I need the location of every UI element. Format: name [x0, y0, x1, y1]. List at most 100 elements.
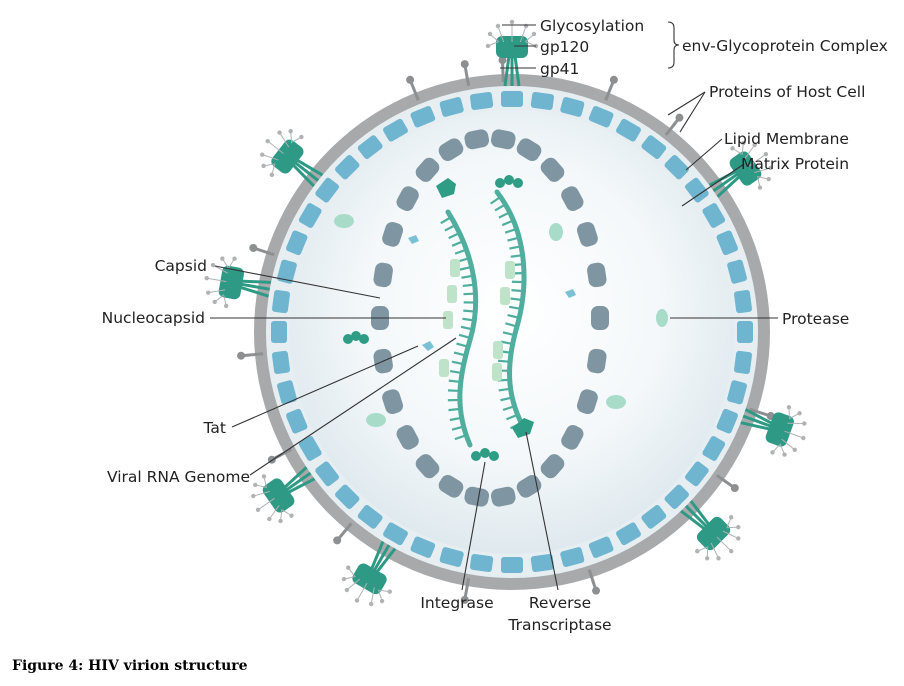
glycosylation-site — [802, 421, 807, 426]
matrix-protein — [616, 118, 641, 142]
rna-base — [460, 325, 473, 331]
rna-base — [456, 342, 469, 348]
matrix-protein — [315, 461, 339, 487]
capsid-protein — [540, 157, 565, 182]
capsid-protein — [464, 486, 490, 507]
rna-base — [501, 219, 514, 227]
capsid-protein — [516, 138, 542, 162]
capsid-protein — [373, 262, 393, 288]
env-glycoprotein-complex — [204, 256, 272, 309]
rna-base — [494, 203, 506, 212]
glycosylation-branch — [781, 438, 796, 451]
matrix-protein — [588, 106, 614, 128]
glycosylation-branch — [784, 430, 804, 439]
label-matrix-protein: Matrix Protein — [741, 155, 849, 173]
matrix-protein — [588, 536, 614, 558]
glycosylation-site — [354, 598, 360, 603]
glycosylation-site — [509, 19, 515, 25]
host-cell-protein — [460, 60, 471, 87]
glycosylation-site — [344, 587, 350, 593]
matrix-protein — [383, 522, 408, 546]
matrix-protein — [335, 484, 360, 509]
env-glycoprotein-complex — [485, 19, 539, 87]
glycosylation-site — [379, 598, 385, 604]
rna-base — [448, 379, 461, 384]
glycosylation-site — [757, 185, 763, 190]
capsid-protein — [576, 389, 598, 415]
gp41-stalk — [742, 414, 772, 428]
gp41-stalk — [372, 544, 391, 572]
rna-base — [498, 211, 511, 219]
glycosylation-site — [741, 140, 746, 146]
gp41-stalk — [513, 55, 521, 87]
matrix-protein — [271, 350, 290, 374]
protease-right — [656, 309, 668, 327]
rna-strand-right — [494, 189, 528, 433]
gp120-head — [218, 265, 244, 300]
glycosylation-branch — [749, 153, 767, 167]
matrix-protein — [357, 505, 383, 529]
glycosylation-branch — [279, 132, 290, 148]
reverse-transcriptase-top — [436, 178, 456, 198]
glycosylation-branch — [262, 154, 279, 161]
env-glycoprotein-complex — [740, 405, 807, 457]
glycosylation-site — [387, 589, 392, 594]
rna-base — [454, 434, 467, 441]
env-glycoprotein-complex — [708, 140, 773, 198]
host-protein-head — [460, 60, 469, 69]
gp41-stalk — [239, 285, 269, 298]
leader-lines — [210, 21, 778, 591]
glycosylation-branch — [370, 587, 375, 605]
glycosylation-site — [212, 299, 217, 305]
glycosylation-site — [730, 146, 735, 151]
nucleocapsid-protein — [493, 341, 503, 359]
glycosylation-site — [782, 452, 787, 457]
gp41-stalk — [283, 466, 308, 489]
rna-base — [461, 274, 474, 279]
glycosylation-branch — [253, 490, 270, 497]
glycosylation-site — [232, 256, 237, 261]
rna-base — [497, 359, 511, 363]
glycosylation-branch — [356, 582, 368, 601]
rna-base — [510, 254, 523, 258]
nucleocapsid-protein — [443, 311, 453, 329]
glycosylation-site — [251, 493, 256, 499]
label-protease: Protease — [782, 310, 849, 328]
protease-a — [334, 214, 354, 228]
matrix-protein — [277, 380, 297, 405]
host-protein-head — [406, 75, 415, 84]
glycosylation-site — [716, 556, 721, 561]
label-lipid-membrane: Lipid Membrane — [724, 130, 849, 148]
capsid-protein — [490, 486, 516, 507]
host-cell-protein — [333, 522, 353, 545]
capsid-protein — [415, 454, 440, 479]
rna-base — [490, 195, 502, 205]
label-integrase: Integrase — [420, 594, 493, 612]
label-tat: Tat — [203, 419, 226, 437]
host-cell-protein — [604, 75, 618, 101]
glycosylation-site — [265, 138, 270, 144]
rna-base — [510, 297, 523, 302]
protease-c — [606, 395, 626, 409]
matrix-protein — [298, 436, 322, 461]
glycosylation-branch — [208, 289, 226, 294]
glycosylation-site — [206, 290, 211, 295]
gp41-stalk — [740, 421, 771, 431]
glycosylation-site — [736, 524, 741, 530]
host-protein-head — [333, 536, 342, 545]
gp41-stalk — [503, 55, 511, 87]
matrix-protein-ring — [271, 91, 753, 573]
rna-base — [463, 292, 476, 296]
capsid-protein — [540, 454, 565, 479]
host-cell-protein — [460, 577, 471, 604]
nucleocapsid-protein — [439, 359, 449, 377]
matrix-protein — [286, 408, 308, 434]
glycosylation-site — [278, 518, 283, 524]
rna-base — [451, 425, 464, 431]
nucleocapsid-protein — [505, 261, 515, 279]
gp41-stalk — [684, 504, 709, 529]
glycosylation-site — [346, 565, 351, 570]
enzymes — [334, 175, 668, 461]
rna-base — [505, 322, 518, 328]
integrase-free — [343, 331, 369, 344]
